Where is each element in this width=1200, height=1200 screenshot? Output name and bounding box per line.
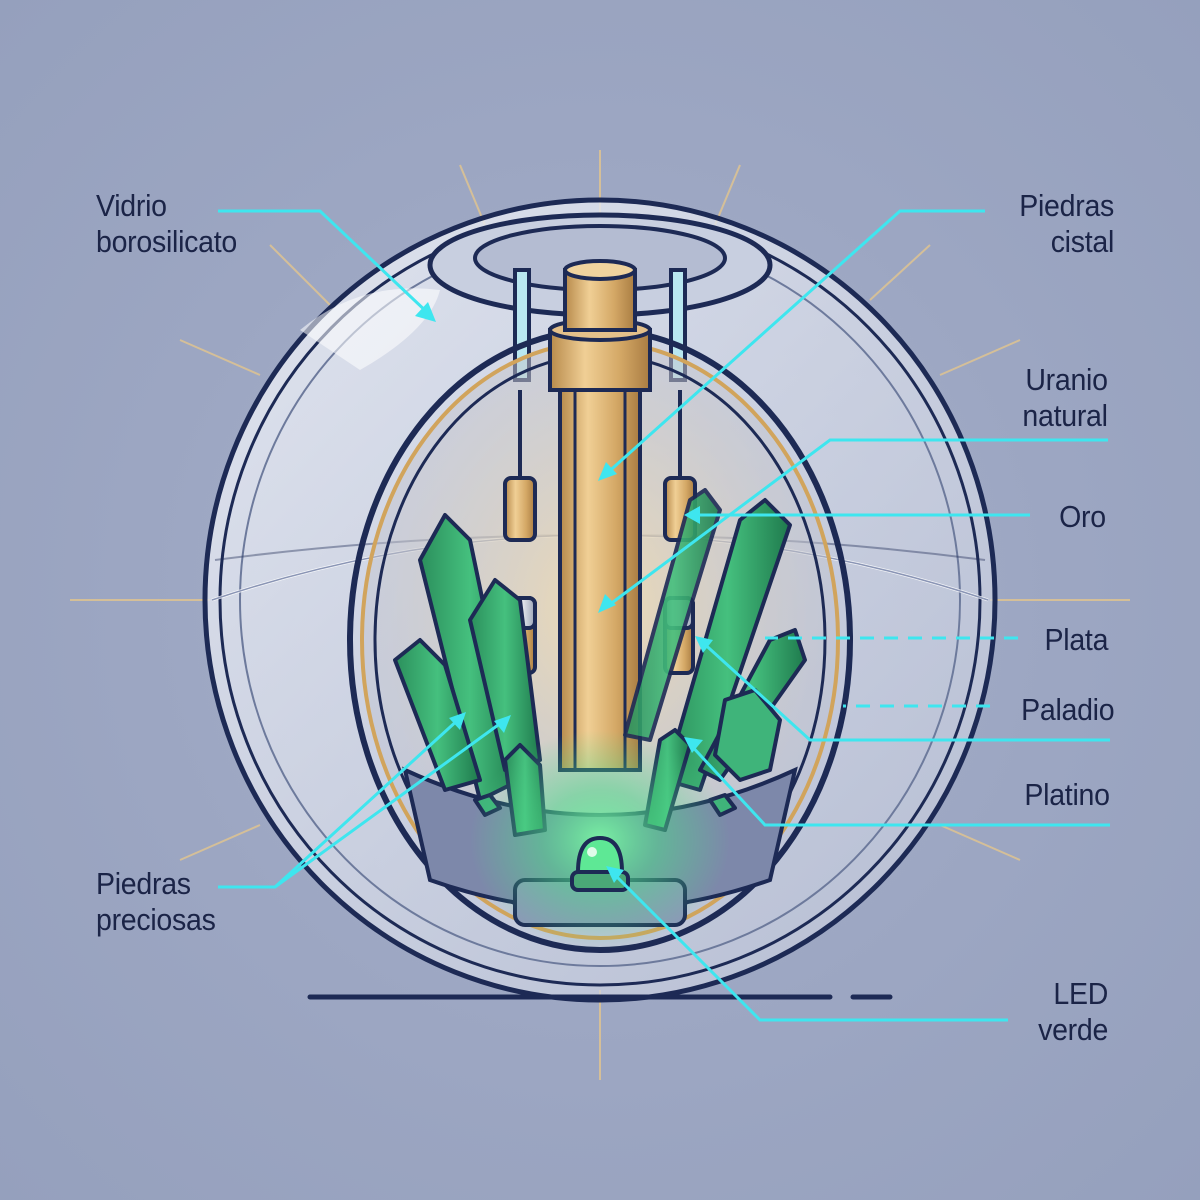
leader-preciosas-2 (274, 718, 506, 889)
leader-uranio (604, 438, 1108, 610)
leader-platino (686, 740, 1110, 827)
green-led (470, 730, 730, 950)
leader-piedras-cistal (603, 209, 985, 477)
leader-vidrio (218, 209, 432, 317)
label-oro: Oro (1059, 499, 1106, 534)
arrowheads (415, 302, 713, 883)
leader-lines (218, 209, 1110, 1022)
leader-paladio-arrow (698, 638, 1110, 742)
leader-led (608, 868, 1008, 1022)
label-uranio-natural: Uranio natural (1022, 362, 1109, 433)
light-rays (70, 150, 1130, 1080)
label-vidrio-borosilicato: Vidrio borosilicato (96, 188, 237, 259)
label-piedras-preciosas: Piedras preciosas (96, 866, 216, 937)
label-plata: Plata (1044, 622, 1108, 657)
green-crystals (393, 488, 807, 837)
label-led-verde: LED verde (1038, 976, 1108, 1047)
label-piedras-cistal: Piedras cistal (1019, 188, 1114, 259)
label-platino: Platino (1024, 777, 1111, 812)
label-paladio: Paladio (1020, 692, 1114, 727)
